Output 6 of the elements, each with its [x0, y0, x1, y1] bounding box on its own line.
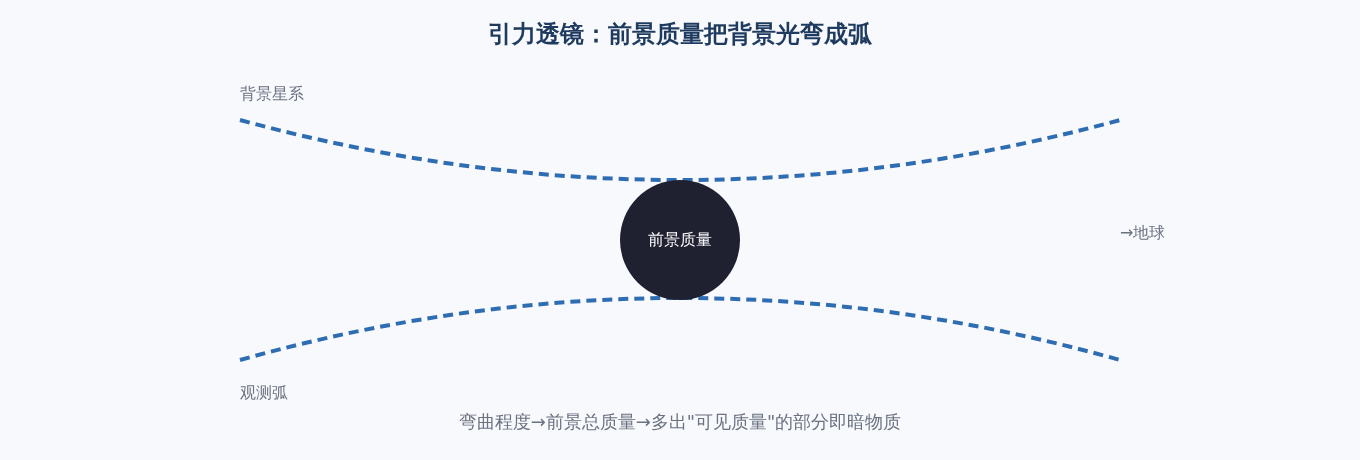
- annotation-label: →地球: [1120, 223, 1166, 244]
- caption: 弯曲程度→前景总质量→多出"可见质量"的部分即暗物质: [458, 410, 902, 434]
- diagram-title: 引力透镜：前景质量把背景光弯成弧: [488, 19, 872, 50]
- annotation-label: 观测弧: [240, 383, 288, 404]
- annotation-label: 背景星系: [240, 84, 304, 105]
- node-label: 前景质量: [648, 229, 712, 251]
